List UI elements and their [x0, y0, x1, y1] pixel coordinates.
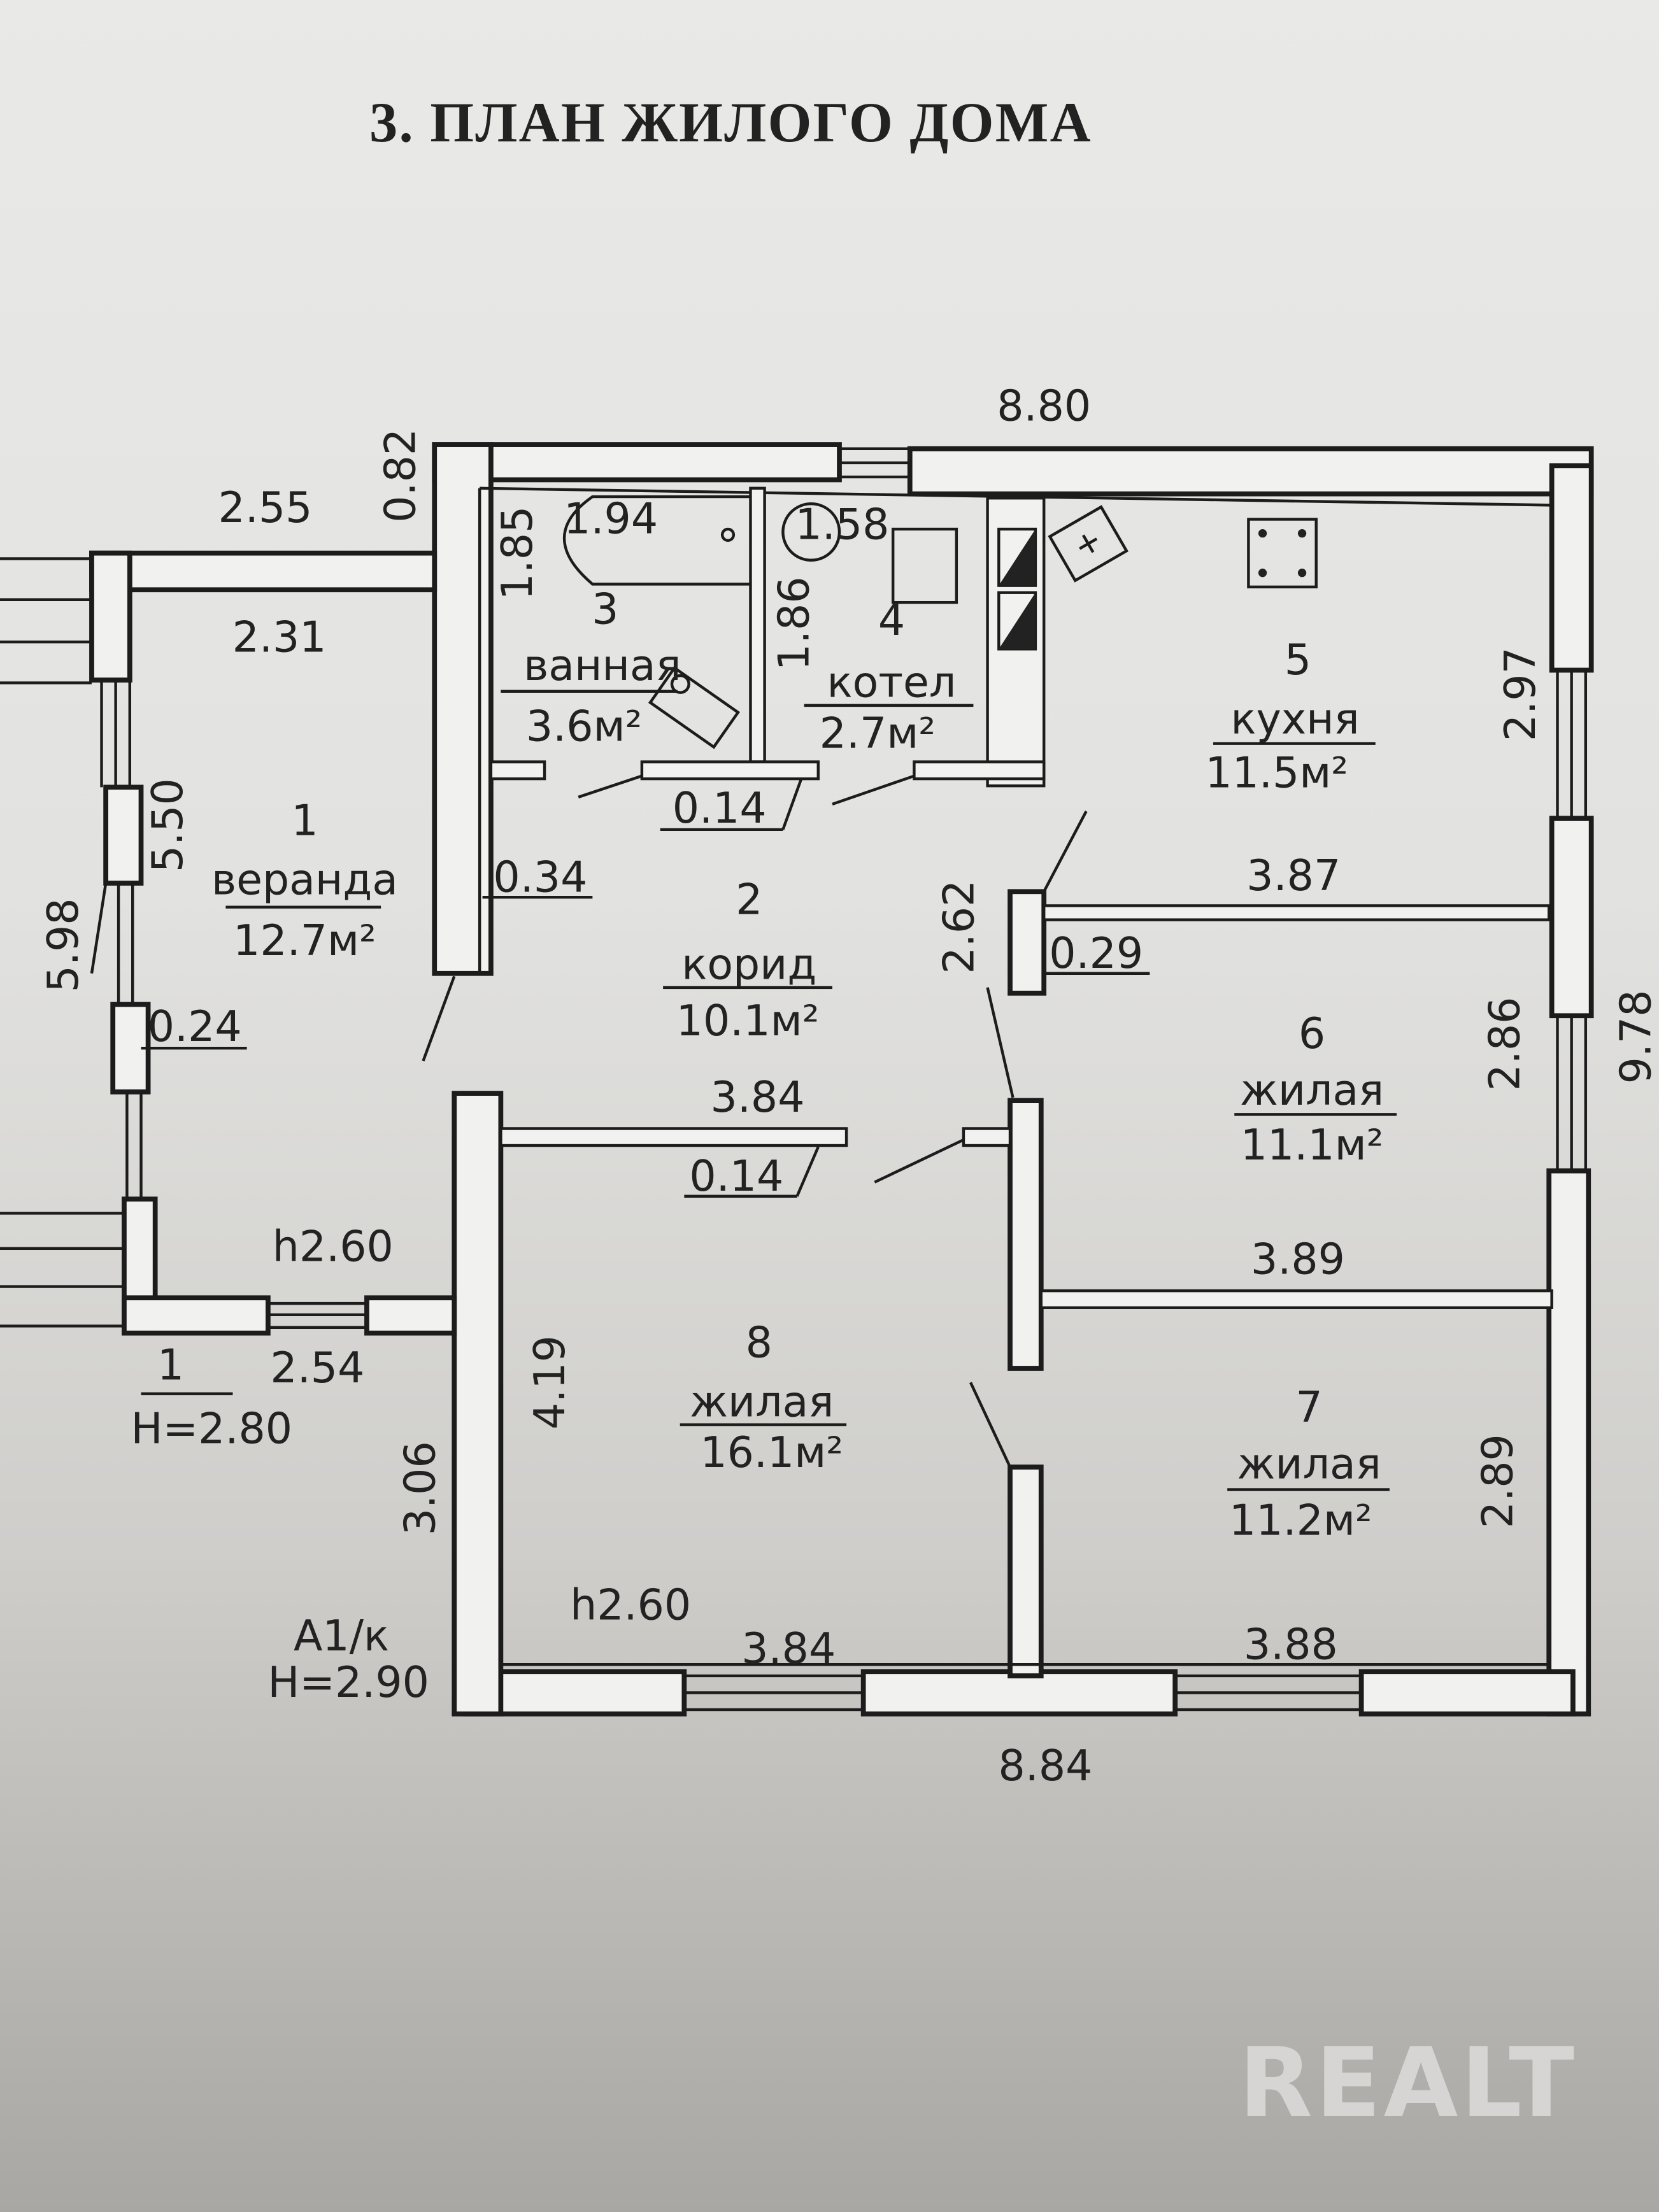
dim-veranda-top-inner: 2.31 [232, 613, 327, 662]
room-6-living: 6 жилая 11.1м² [1234, 1009, 1397, 1170]
dim-boiler-height: 1.86 [769, 576, 818, 670]
dimension-labels: 8.80 2.55 0.82 1.85 1.94 1.58 1.86 2.31 … [38, 381, 1659, 1790]
room-area: 3.6м² [526, 701, 642, 751]
dim-room7-depth: 2.89 [1473, 1434, 1523, 1528]
stove-icon [1247, 518, 1318, 589]
dim-top-total: 8.80 [997, 381, 1091, 430]
windows [100, 447, 1588, 1712]
veranda-height: H=2.80 [131, 1403, 292, 1453]
room-3-bathroom: 3 ванная 3.6м² [501, 584, 681, 751]
dim-room7-width: 3.88 [1244, 1619, 1338, 1669]
height-notes: h2.60 1 H=2.80 h2.60 А1/к H=2.90 [131, 1222, 691, 1707]
dim-corridor-width: 3.84 [711, 1072, 805, 1122]
main-building-height: H=2.90 [267, 1657, 429, 1707]
room-name: веранда [211, 855, 398, 905]
veranda-label: 1 [157, 1340, 184, 1390]
room-number: 1 [291, 796, 318, 846]
room-area: 10.1м² [676, 996, 820, 1046]
boiler-unit-icon [891, 527, 958, 604]
room-number: 6 [1299, 1009, 1325, 1058]
room-number: 4 [878, 595, 905, 645]
room-name: кухня [1230, 694, 1359, 744]
dim-029: 0.29 [1049, 928, 1143, 978]
room-name: котел [827, 658, 957, 707]
dim-bath-height: 1.85 [492, 506, 542, 600]
dim-room8-width: 3.84 [741, 1624, 836, 1673]
interior-walls [478, 486, 1553, 1678]
dim-034: 0.34 [493, 852, 587, 902]
dim-boiler-width: 1.58 [795, 500, 889, 549]
dim-014-bottom: 0.14 [689, 1151, 783, 1201]
dim-room6-width: 3.89 [1251, 1235, 1345, 1284]
dim-veranda-bottom: 2.54 [270, 1343, 364, 1393]
veranda-ceiling-height: h2.60 [273, 1222, 394, 1272]
room-5-kitchen: 5 кухня 11.5м² [1205, 635, 1376, 797]
room-8-living: 8 жилая 16.1м² [680, 1317, 847, 1477]
room-number: 5 [1285, 635, 1311, 684]
plan-title: 3. ПЛАН ЖИЛОГО ДОМА [369, 92, 1092, 154]
dim-bottom-total: 8.84 [998, 1741, 1092, 1790]
dim-kitchen-width: 3.87 [1246, 851, 1341, 900]
veranda-steps [0, 557, 124, 1328]
room-name: корид [681, 940, 816, 989]
room-area: 12.7м² [233, 916, 376, 965]
dim-room8-depth: 4.19 [525, 1335, 574, 1429]
sink-icon [1048, 505, 1129, 583]
main-building-label: А1/к [294, 1611, 389, 1661]
dim-082: 0.82 [375, 429, 425, 523]
drain-icon [720, 527, 736, 542]
room-area: 16.1м² [700, 1428, 843, 1477]
dim-right-total: 9.78 [1611, 989, 1659, 1084]
room-4-boiler: 4 котел 2.7м² [804, 595, 974, 758]
dim-014-top: 0.14 [673, 783, 767, 833]
dim-veranda-side-inner: 5.50 [143, 778, 192, 872]
bathtub-icon [562, 495, 751, 586]
room-1-veranda: 1 веранда 12.7м² [211, 796, 398, 965]
dim-024: 0.24 [148, 1002, 242, 1051]
dim-kitchen-depth: 2.97 [1495, 647, 1545, 741]
cabinet-icon [997, 527, 1037, 651]
boiler-icon [781, 502, 841, 562]
room-area: 11.5м² [1205, 748, 1348, 797]
dim-262: 2.62 [934, 880, 983, 974]
room-number: 3 [592, 584, 618, 634]
room-number: 7 [1296, 1382, 1323, 1432]
realt-watermark-logo: REALT [1239, 2027, 1577, 2139]
room-name: жилая [1237, 1439, 1381, 1489]
room-number: 2 [736, 875, 762, 925]
dim-veranda-top-outer: 2.55 [218, 483, 312, 532]
room-name: жилая [1240, 1065, 1384, 1115]
room-7-living: 7 жилая 11.2м² [1227, 1382, 1390, 1545]
dim-room6-depth: 2.86 [1480, 997, 1530, 1091]
room-name: ванная [523, 641, 681, 690]
dim-bath-width: 1.94 [564, 494, 658, 544]
room-area: 2.7м² [820, 708, 936, 758]
room-area: 11.1м² [1241, 1120, 1384, 1170]
dim-306: 3.06 [395, 1441, 445, 1535]
door-swings [422, 774, 1088, 1468]
dim-veranda-side-outer: 5.98 [38, 898, 88, 993]
room8-ceiling-height: h2.60 [570, 1580, 691, 1629]
room-area: 11.2м² [1229, 1495, 1372, 1545]
room-2-corridor: 2 корид 10.1м² [663, 875, 832, 1046]
room-name: жилая [690, 1377, 834, 1426]
room-number: 8 [746, 1317, 773, 1367]
